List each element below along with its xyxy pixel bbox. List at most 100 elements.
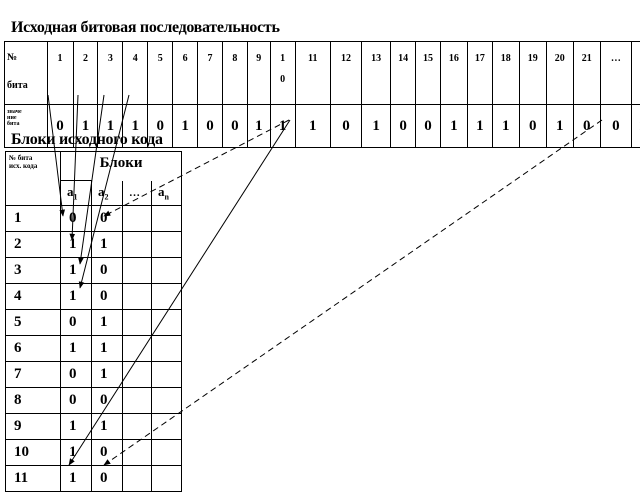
blocks-group-header: Блоки [59,151,183,181]
bit-position-label: 8 [232,53,238,64]
bit-position-label: 16 [448,53,459,64]
bit-value-label-line3: бита [7,121,20,127]
block-a2-value: 0 [91,205,123,232]
blocks-bit-number-header-line2: исх. кода [9,162,38,170]
block-column-index: 1 [73,192,78,202]
block-an-cell [150,387,183,414]
bit-value-label-line2: ние [7,115,17,121]
bit-position-7: 7 [197,41,223,105]
block-column-name: a [67,184,74,200]
arrow-bit11-to-block11-a1 [68,119,291,466]
bit-number-label-line1: № [7,52,18,63]
block-a2-value: 1 [91,413,123,440]
bit-position-label: 6 [182,53,188,64]
arrow-bit3-to-block3-a1 [78,94,105,265]
block-column-header-1: a1 [60,180,92,206]
bit-value-10: 1 [269,104,296,148]
bit-position-label: 15 [422,53,433,64]
bit-value-17: 1 [466,104,493,148]
bit-position-label: 1 [280,53,286,64]
block-row-1: 100 [5,205,183,232]
bit-value-5: 0 [147,104,174,148]
block-an-cell [150,439,183,466]
bit-value-4: 1 [122,104,149,148]
bit-value-label: значе ние бита [4,104,48,148]
block-a1-value: 0 [60,361,92,388]
block-column-index: n [164,192,169,202]
bit-position-15: 15 [415,41,441,105]
bit-value-1: 0 [46,104,74,148]
bit-value-15: 0 [415,104,441,148]
bit-value-12: 0 [329,104,363,148]
bit-value-16: 1 [439,104,468,148]
bit-value-22: 0 [599,104,632,148]
bit-position-label: 17 [474,53,485,64]
bit-position-label: 3 [107,53,113,64]
bit-position-12: 12 [329,41,363,105]
block-a1-value: 0 [60,387,92,414]
block-column-name: … [129,186,141,199]
bit-number-label: № бита [4,41,48,105]
bit-value-20: 1 [545,104,574,148]
arrow-bitn-to-block11-a2 [103,119,603,466]
bit-position-label: … [610,53,621,64]
bit-position-label: 9 [256,53,262,64]
bit-number-label-line2: бита [7,80,28,91]
bit-position-4: 4 [122,41,149,105]
bit-position-label: 19 [527,53,538,64]
bit-value-label-line1: значе [7,109,22,115]
block-column-index: 2 [104,192,109,202]
bit-value-6: 1 [172,104,199,148]
bit-position-label: 2 [82,53,88,64]
bit-position-label: 4 [132,53,138,64]
bit-value-14: 0 [390,104,417,148]
arrow-bit12-to-block1-a2 [103,119,290,217]
bit-position-8: 8 [221,41,248,105]
bit-position-21: 21 [572,41,601,105]
bit-position-label: 12 [340,53,351,64]
bit-position-19: 19 [518,41,547,105]
bit-position-11: 11 [294,41,331,105]
bit-value-7: 0 [197,104,223,148]
block-an-cell [150,335,183,362]
bit-value-13: 1 [361,104,392,148]
bit-position-label: 5 [157,53,163,64]
bit-position-17: 17 [466,41,493,105]
bit-position-16: 16 [439,41,468,105]
blocks-bit-number-header-line1: № бита [9,154,33,162]
bit-value-23: 1 [630,104,640,148]
bit-position-label: 20 [554,53,565,64]
arrow-bit4-to-block4-a1 [78,94,130,289]
bit-position-18: 18 [491,41,520,105]
block-ellipsis-cell [122,231,152,258]
block-a1-value: 1 [60,413,92,440]
arrow-bit1-to-block1-a1 [47,94,66,217]
bit-position-10-second-digit: 0 [280,74,286,85]
bit-position-6: 6 [172,41,199,105]
bit-value-18: 1 [491,104,520,148]
block-column-name: a [98,183,105,199]
block-an-cell [150,465,183,492]
bit-value-8: 0 [221,104,248,148]
bit-position-label: 7 [207,53,213,64]
block-row-number: 3 [5,257,61,284]
blocks-title: Блоки исходного кода [11,131,163,148]
bit-position-label: 14 [398,53,409,64]
arrow-bit2-to-block2-a1 [69,94,79,241]
bit-value-21: 0 [572,104,601,148]
bit-position-1: 1 [46,41,74,105]
bit-position-label: 13 [371,53,382,64]
block-column-header-4: an [150,180,183,206]
bit-position-label: 1 [57,53,63,64]
bit-position-13: 13 [361,41,392,105]
